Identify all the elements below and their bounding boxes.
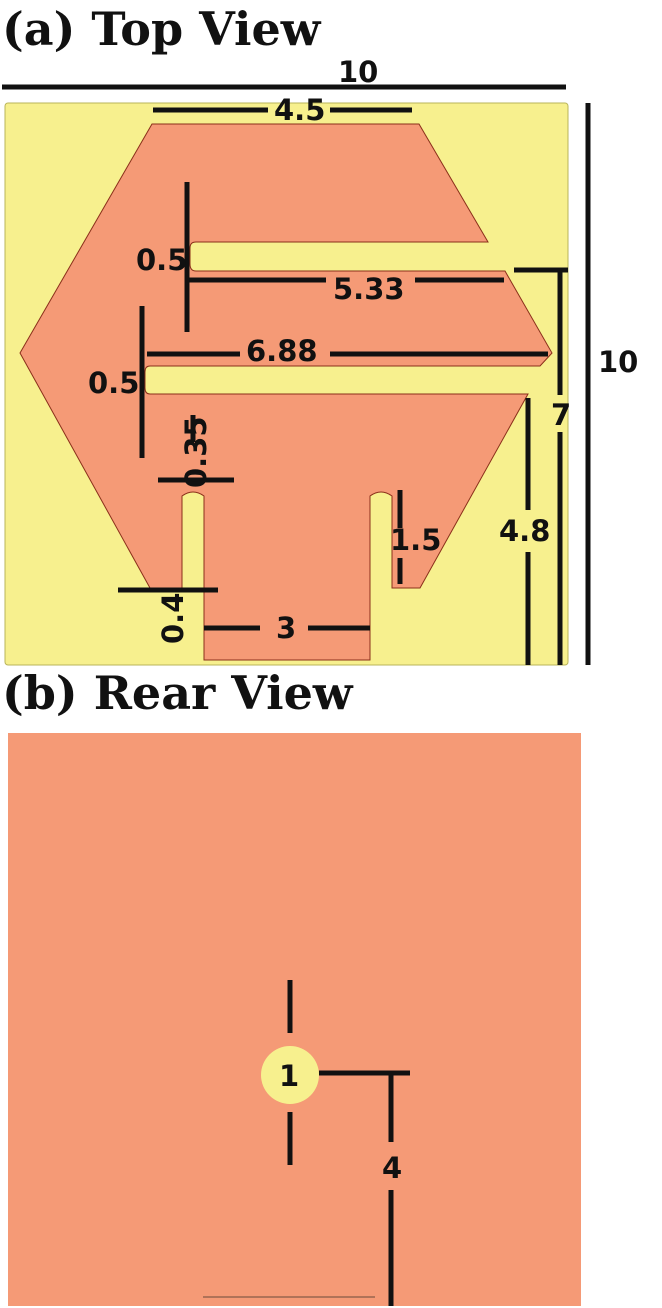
dim-width-10: 10 <box>338 55 378 89</box>
via-offset: 4 <box>382 1151 402 1185</box>
dim-4-5: 4.5 <box>274 93 325 127</box>
dim-height-10: 10 <box>598 345 638 379</box>
dim-6-88: 6.88 <box>246 334 318 368</box>
ground-plane <box>8 733 581 1306</box>
dim-0-4: 0.4 <box>156 593 190 644</box>
dim-7: 7 <box>551 398 571 432</box>
rear-view-title: (b) Rear View <box>2 666 354 720</box>
hexagonal-patch <box>19 123 553 661</box>
dim-slot1-width: 0.5 <box>136 243 187 277</box>
dim-0-35: 0.35 <box>179 416 213 488</box>
via-diameter: 1 <box>279 1059 299 1093</box>
dim-4-8: 4.8 <box>499 514 550 548</box>
dim-5-33: 5.33 <box>333 272 405 306</box>
dim-slot2-width: 0.5 <box>88 366 139 400</box>
dim-1-5: 1.5 <box>390 523 441 557</box>
top-view-title: (a) Top View <box>2 2 322 56</box>
feed-via <box>261 1046 319 1104</box>
dim-3: 3 <box>276 611 296 645</box>
